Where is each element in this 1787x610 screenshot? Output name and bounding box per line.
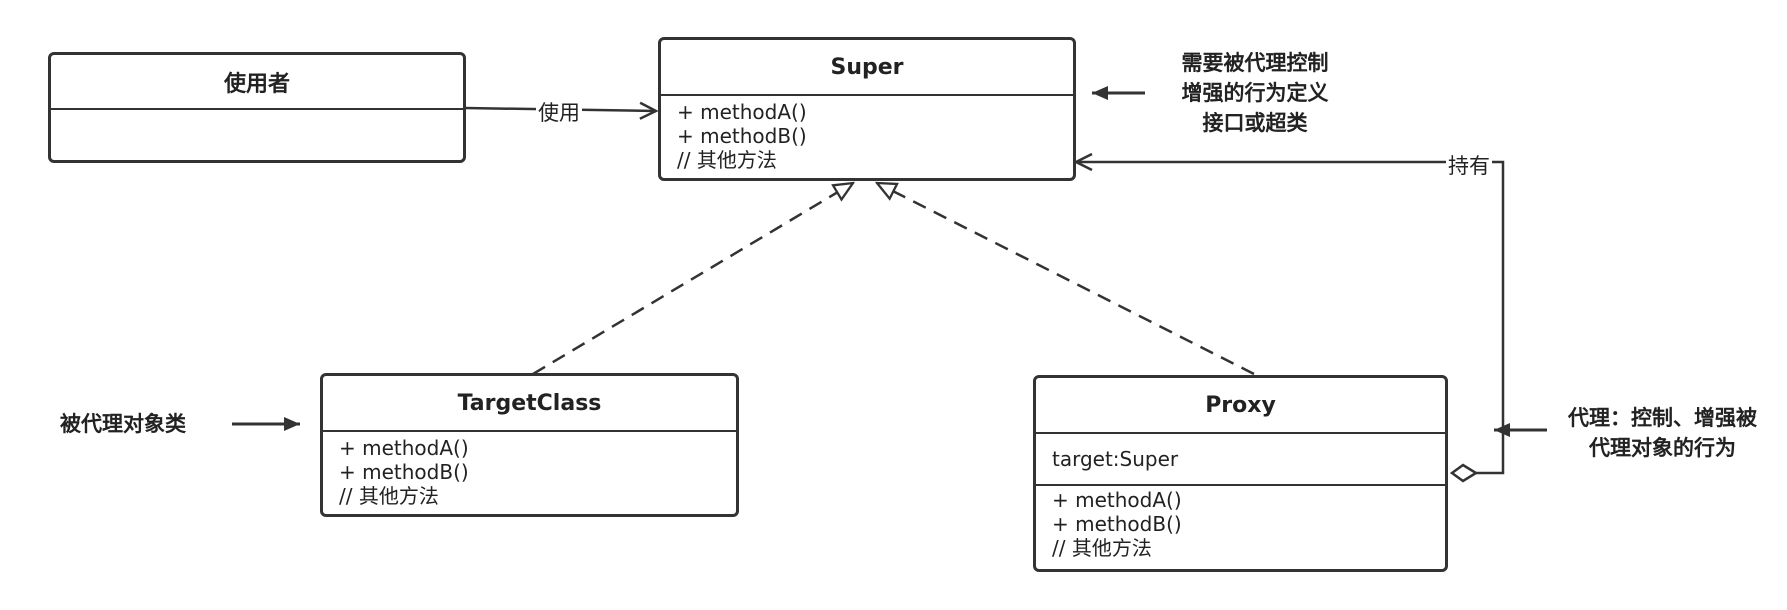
method-row: + methodB() bbox=[1052, 512, 1182, 536]
class-proxy-attributes: target:Super bbox=[1036, 434, 1445, 486]
note-line: 增强的行为定义 bbox=[1181, 81, 1329, 105]
class-target-name: TargetClass bbox=[323, 376, 736, 432]
target-realization-line bbox=[532, 183, 853, 376]
uses-label: 使用 bbox=[536, 97, 582, 127]
holds-label: 持有 bbox=[1446, 150, 1492, 180]
class-user[interactable]: 使用者 bbox=[48, 52, 466, 163]
class-proxy-methods: + methodA() + methodB() // 其他方法 bbox=[1036, 486, 1445, 560]
note-line: 需要被代理控制 bbox=[1181, 51, 1329, 75]
super-note: 需要被代理控制 增强的行为定义 接口或超类 bbox=[1160, 48, 1350, 138]
class-user-name: 使用者 bbox=[51, 55, 463, 110]
note-line: 代理：控制、增强被 bbox=[1568, 406, 1757, 430]
class-super-name: Super bbox=[661, 40, 1073, 96]
class-target[interactable]: TargetClass + methodA() + methodB() // 其… bbox=[320, 373, 739, 517]
target-note: 被代理对象类 bbox=[48, 409, 198, 439]
method-row: + methodA() bbox=[1052, 488, 1182, 512]
method-row: // 其他方法 bbox=[339, 484, 439, 508]
method-row: // 其他方法 bbox=[677, 148, 777, 172]
proxy-note: 代理：控制、增强被 代理对象的行为 bbox=[1555, 403, 1770, 463]
note-line: 被代理对象类 bbox=[60, 412, 186, 436]
note-line: 接口或超类 bbox=[1202, 111, 1308, 135]
proxy-realization-line bbox=[877, 183, 1255, 376]
attribute-row: target:Super bbox=[1052, 447, 1179, 471]
method-row: + methodB() bbox=[339, 460, 469, 484]
note-line: 代理对象的行为 bbox=[1589, 436, 1736, 460]
class-super-methods: + methodA() + methodB() // 其他方法 bbox=[661, 96, 1073, 172]
class-proxy-name: Proxy bbox=[1036, 378, 1445, 434]
method-row: + methodB() bbox=[677, 124, 807, 148]
method-row: + methodA() bbox=[677, 100, 807, 124]
class-target-methods: + methodA() + methodB() // 其他方法 bbox=[323, 432, 736, 508]
method-row: + methodA() bbox=[339, 436, 469, 460]
method-row: // 其他方法 bbox=[1052, 536, 1152, 560]
aggregation-diamond bbox=[1449, 463, 1479, 483]
class-super[interactable]: Super + methodA() + methodB() // 其他方法 bbox=[658, 37, 1076, 181]
class-user-body bbox=[51, 110, 463, 160]
holds-aggregation-line bbox=[1076, 162, 1505, 475]
class-proxy[interactable]: Proxy target:Super + methodA() + methodB… bbox=[1033, 375, 1448, 572]
